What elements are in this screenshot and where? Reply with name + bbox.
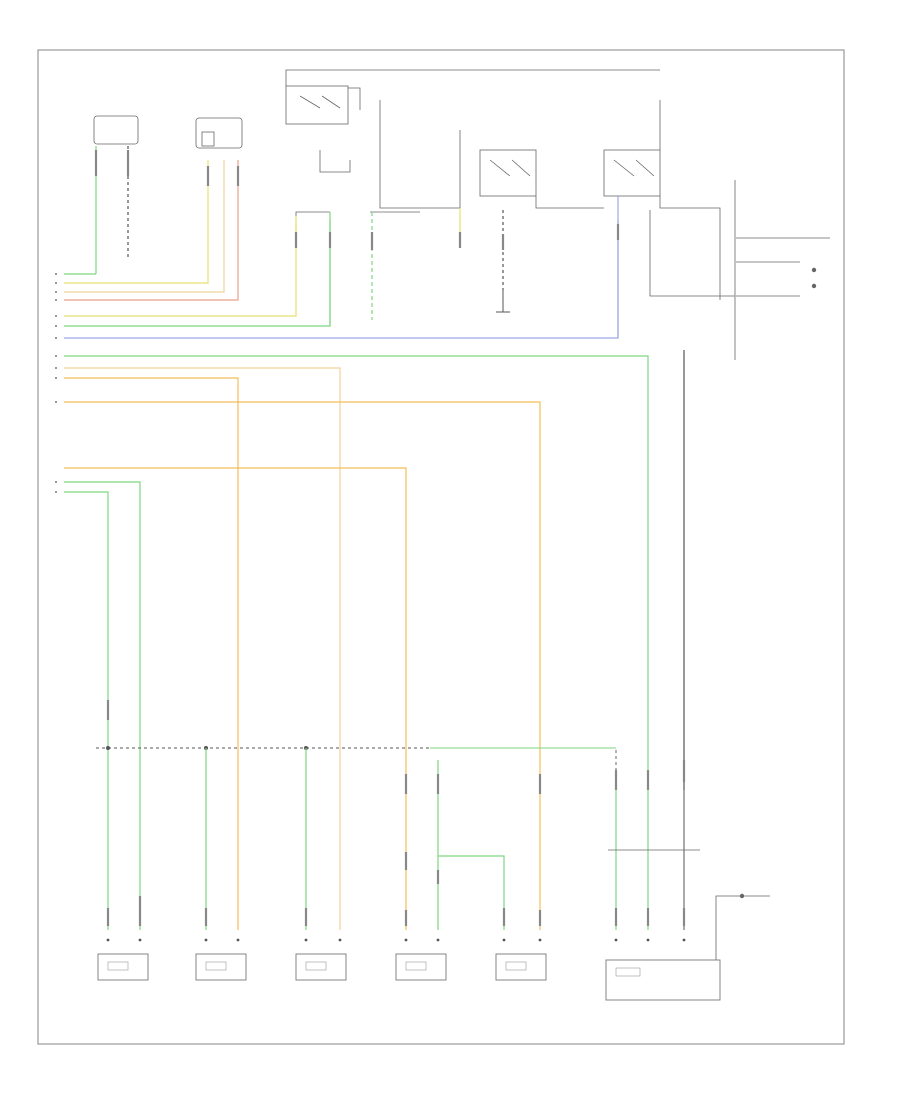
module-tags [107,961,641,977]
bus-pin-markers [55,273,57,493]
harness-bus [64,160,649,930]
right-connector [649,180,830,360]
lower-right-lead [715,893,770,960]
pin-dots [106,938,686,942]
module-5 [495,953,547,981]
module-4 [395,953,447,981]
splice-bus [96,746,700,930]
module-1 [97,953,149,981]
diagram-frame [37,49,845,1045]
module-2 [195,953,247,981]
pin-ticks [94,150,686,926]
module-6 [605,959,721,1001]
bottom-modules [97,953,721,1001]
ground-symbol [496,290,510,313]
module-3 [295,953,347,981]
relay-group [285,69,721,230]
top-left-connector [93,115,243,149]
